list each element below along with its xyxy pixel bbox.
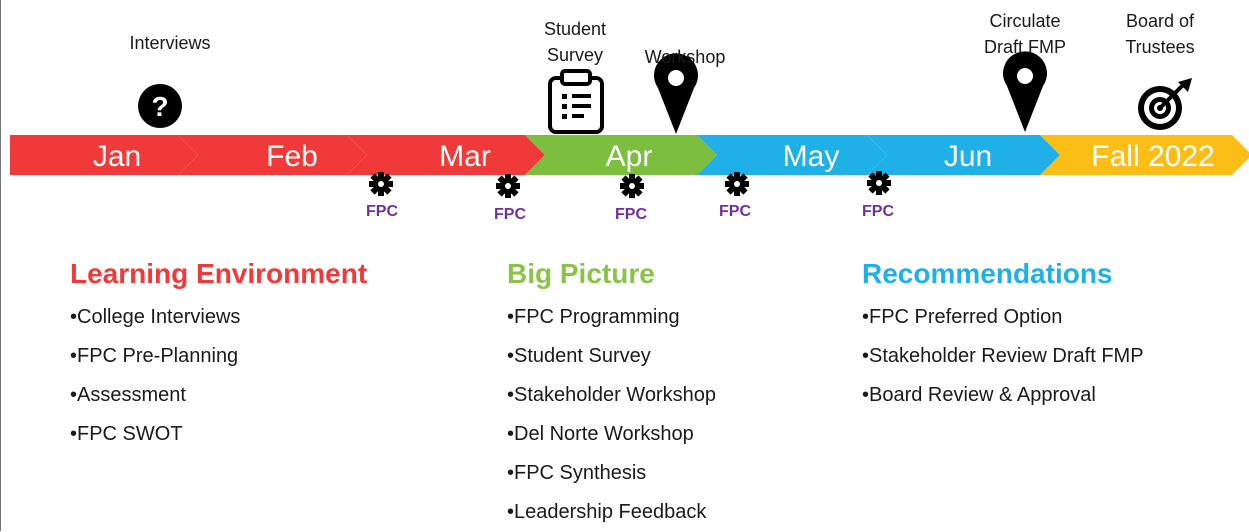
column-title: Learning Environment bbox=[70, 258, 368, 289]
month-segment-jan bbox=[10, 135, 198, 175]
gear-icon bbox=[369, 172, 393, 196]
list-item: •Stakeholder Workshop bbox=[507, 384, 716, 406]
fpc-label-5: FPC bbox=[862, 203, 894, 220]
svg-text:?: ? bbox=[151, 91, 168, 122]
month-label-jan: Jan bbox=[93, 140, 141, 173]
event-label-board-of-trustees: Board of Trustees bbox=[1125, 11, 1195, 57]
column-big-picture: Big Picture •FPC Programming •Student Su… bbox=[507, 258, 716, 532]
gear-icon bbox=[496, 174, 520, 198]
list-item: •FPC Programming bbox=[507, 306, 680, 328]
question-icon: ? bbox=[138, 84, 182, 128]
month-segment-may bbox=[697, 135, 887, 175]
event-label-student-survey: Student Survey bbox=[543, 19, 607, 65]
column-recommendations: Recommendations •FPC Preferred Option •S… bbox=[862, 258, 1144, 415]
event-label-circulate-draft-fmp: Circulate Draft FMP bbox=[983, 11, 1066, 57]
list-item: •Assessment bbox=[70, 384, 186, 406]
event-label-workshop: Workshop bbox=[644, 47, 726, 67]
month-segment-jun bbox=[867, 135, 1060, 175]
list-item: •FPC Preferred Option bbox=[862, 306, 1063, 328]
gear-icon bbox=[867, 171, 891, 195]
month-segment-fall-2022 bbox=[1040, 135, 1249, 175]
item-list: •College Interviews •FPC Pre-Planning •A… bbox=[70, 298, 367, 454]
fpc-label-2: FPC bbox=[494, 206, 526, 223]
list-item: •Student Survey bbox=[507, 345, 651, 367]
list-item: •College Interviews bbox=[70, 306, 241, 328]
list-item: •Board Review & Approval bbox=[862, 384, 1096, 406]
gear-icon bbox=[725, 172, 749, 196]
target-icon bbox=[1138, 78, 1192, 130]
month-label-jun: Jun bbox=[944, 140, 992, 173]
fpc-label-1: FPC bbox=[366, 203, 398, 220]
list-item: •Del Norte Workshop bbox=[507, 423, 694, 445]
list-item: •FPC Pre-Planning bbox=[70, 345, 239, 367]
clipboard-icon bbox=[548, 69, 604, 134]
list-item: •Stakeholder Review Draft FMP bbox=[862, 345, 1144, 367]
month-segment-apr bbox=[525, 135, 717, 175]
month-segment-feb bbox=[178, 135, 367, 175]
gear-icon bbox=[620, 174, 644, 198]
item-list: •FPC Preferred Option •Stakeholder Revie… bbox=[862, 298, 1144, 415]
month-label-fall-2022: Fall 2022 bbox=[1091, 140, 1214, 173]
map-pin-icon bbox=[1003, 51, 1047, 132]
left-border-line bbox=[0, 0, 1, 531]
month-label-apr: Apr bbox=[606, 140, 653, 173]
list-item: •Leadership Feedback bbox=[507, 501, 707, 523]
month-segment-mar bbox=[347, 135, 545, 175]
list-item: •FPC Synthesis bbox=[507, 462, 647, 484]
column-title: Big Picture bbox=[507, 258, 655, 289]
fpc-label-4: FPC bbox=[719, 203, 751, 220]
event-label-interviews: Interviews bbox=[129, 33, 211, 53]
map-pin-icon bbox=[654, 53, 698, 135]
item-list: •FPC Programming •Student Survey •Stakeh… bbox=[507, 298, 716, 532]
month-label-feb: Feb bbox=[266, 140, 318, 173]
month-label-may: May bbox=[783, 140, 840, 173]
column-title: Recommendations bbox=[862, 258, 1113, 289]
column-learning-environment: Learning Environment •College Interviews… bbox=[70, 258, 367, 454]
list-item: •FPC SWOT bbox=[70, 423, 183, 445]
fpc-label-3: FPC bbox=[615, 206, 647, 223]
month-label-mar: Mar bbox=[439, 140, 491, 173]
